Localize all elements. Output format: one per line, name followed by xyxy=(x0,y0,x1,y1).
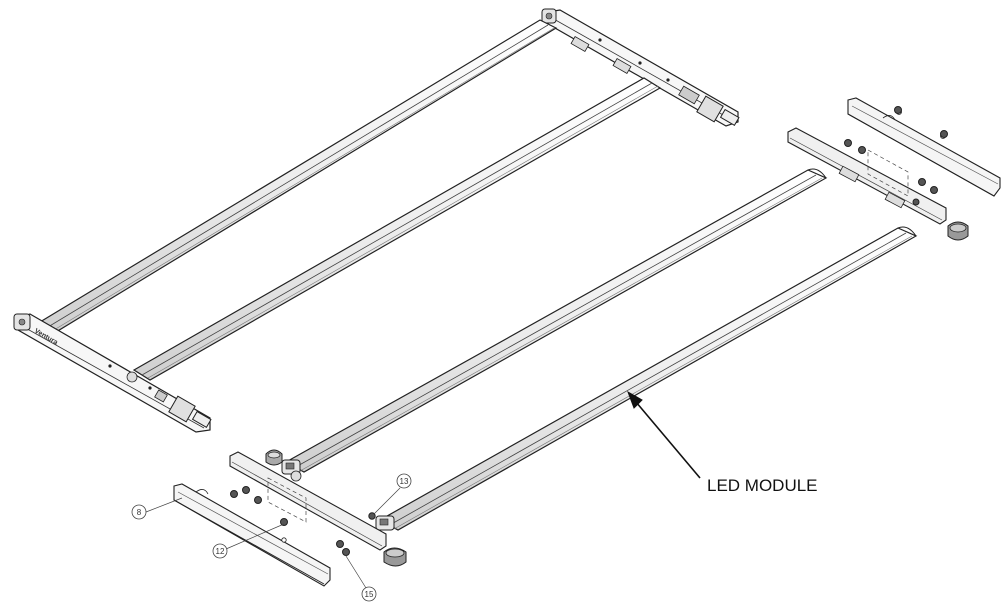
right-bracket-assembly xyxy=(787,97,1001,241)
mounting-plate-bottom xyxy=(229,451,387,551)
knob-bottom xyxy=(265,449,283,466)
callout-13: 13 xyxy=(373,473,412,515)
left-bracket-assembly xyxy=(173,449,407,587)
frame-front-crossbar: Ventura xyxy=(13,313,212,433)
frame-assembly: Ventura xyxy=(13,8,740,433)
led-module-bar-upper xyxy=(281,168,828,475)
arrowhead-icon xyxy=(627,390,643,409)
channel-bracket-bottom xyxy=(173,483,331,587)
callout-12: 12 xyxy=(212,523,285,559)
led-module-bar-lower xyxy=(375,226,918,531)
callout-label-8: 8 xyxy=(137,508,142,517)
frame-back-crossbar xyxy=(541,8,740,127)
screws-top-right xyxy=(844,106,948,206)
mounting-plate-top xyxy=(787,127,947,225)
screws-bottom xyxy=(230,486,376,556)
frame-rail-inner xyxy=(132,77,662,381)
end-cap-bottom xyxy=(383,547,407,567)
end-cap-top-right xyxy=(947,221,969,241)
led-module-arrow xyxy=(635,401,701,479)
led-module-annotation: LED MODULE xyxy=(627,390,818,495)
callout-label-15: 15 xyxy=(365,590,374,599)
callout-15: 15 xyxy=(345,555,377,602)
callout-label-13: 13 xyxy=(400,477,409,486)
callout-label-12: 12 xyxy=(216,547,225,556)
led-module-label: LED MODULE xyxy=(707,476,818,495)
callout-8: 8 xyxy=(131,497,183,520)
